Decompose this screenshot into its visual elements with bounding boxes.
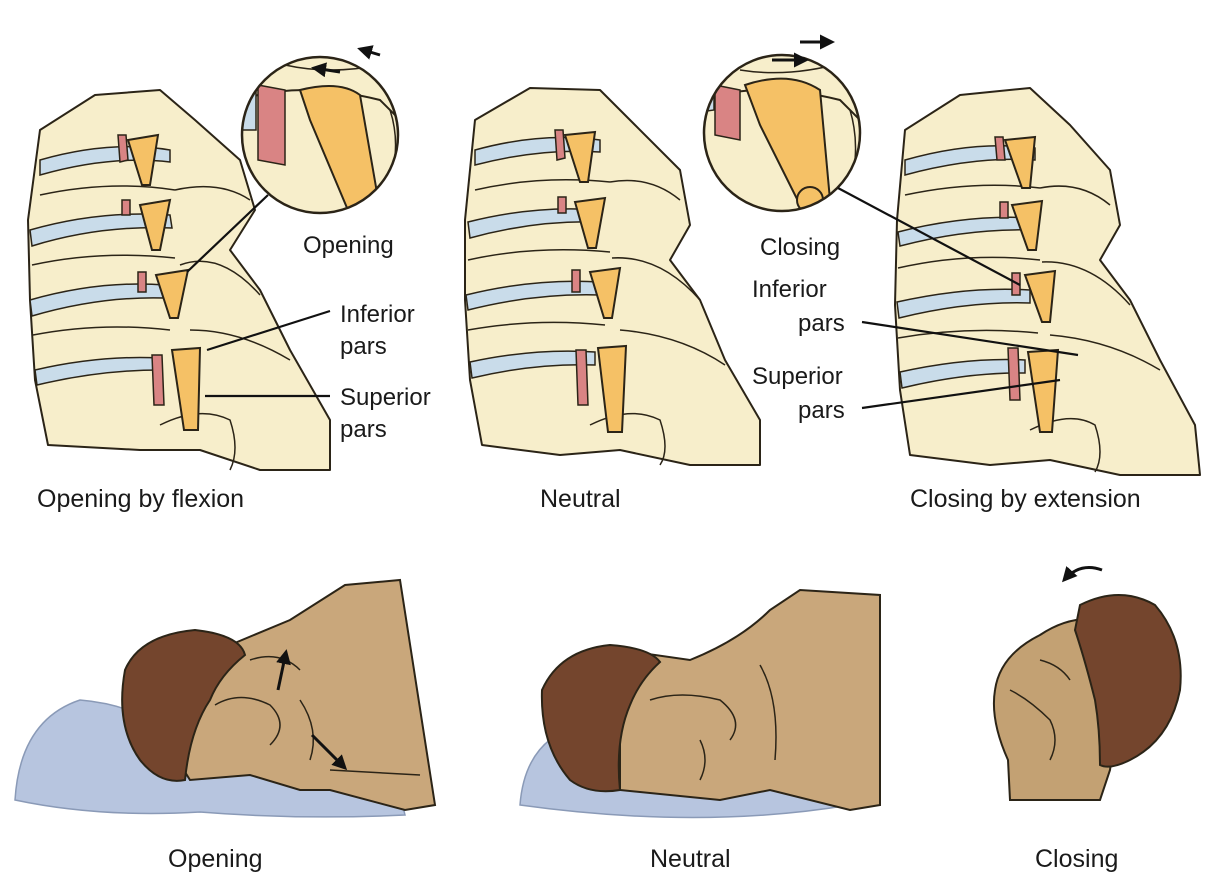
figure-opening (15, 580, 435, 817)
inset-label-closing: Closing (760, 234, 840, 261)
figure-closing (994, 568, 1181, 800)
caption-closing-by-extension: Closing by extension (910, 485, 1141, 513)
caption-bottom-closing: Closing (1035, 845, 1118, 873)
label-superior-pars-right-2: pars (798, 397, 845, 424)
label-inferior-pars-right-1: Inferior (752, 276, 827, 303)
label-superior-pars-right-1: Superior (752, 363, 843, 390)
figure-neutral (520, 590, 880, 818)
label-inferior-pars-left-2: pars (340, 333, 387, 360)
caption-bottom-neutral: Neutral (650, 845, 731, 873)
caption-bottom-opening: Opening (168, 845, 263, 873)
label-inferior-pars-right-2: pars (798, 310, 845, 337)
caption-opening-by-flexion: Opening by flexion (37, 485, 244, 513)
caption-neutral: Neutral (540, 485, 621, 513)
label-superior-pars-left-2: pars (340, 416, 387, 443)
label-superior-pars-left-1: Superior (340, 384, 431, 411)
inset-label-opening: Opening (303, 232, 394, 259)
spine-extension (895, 88, 1200, 475)
label-inferior-pars-left-1: Inferior (340, 301, 415, 328)
